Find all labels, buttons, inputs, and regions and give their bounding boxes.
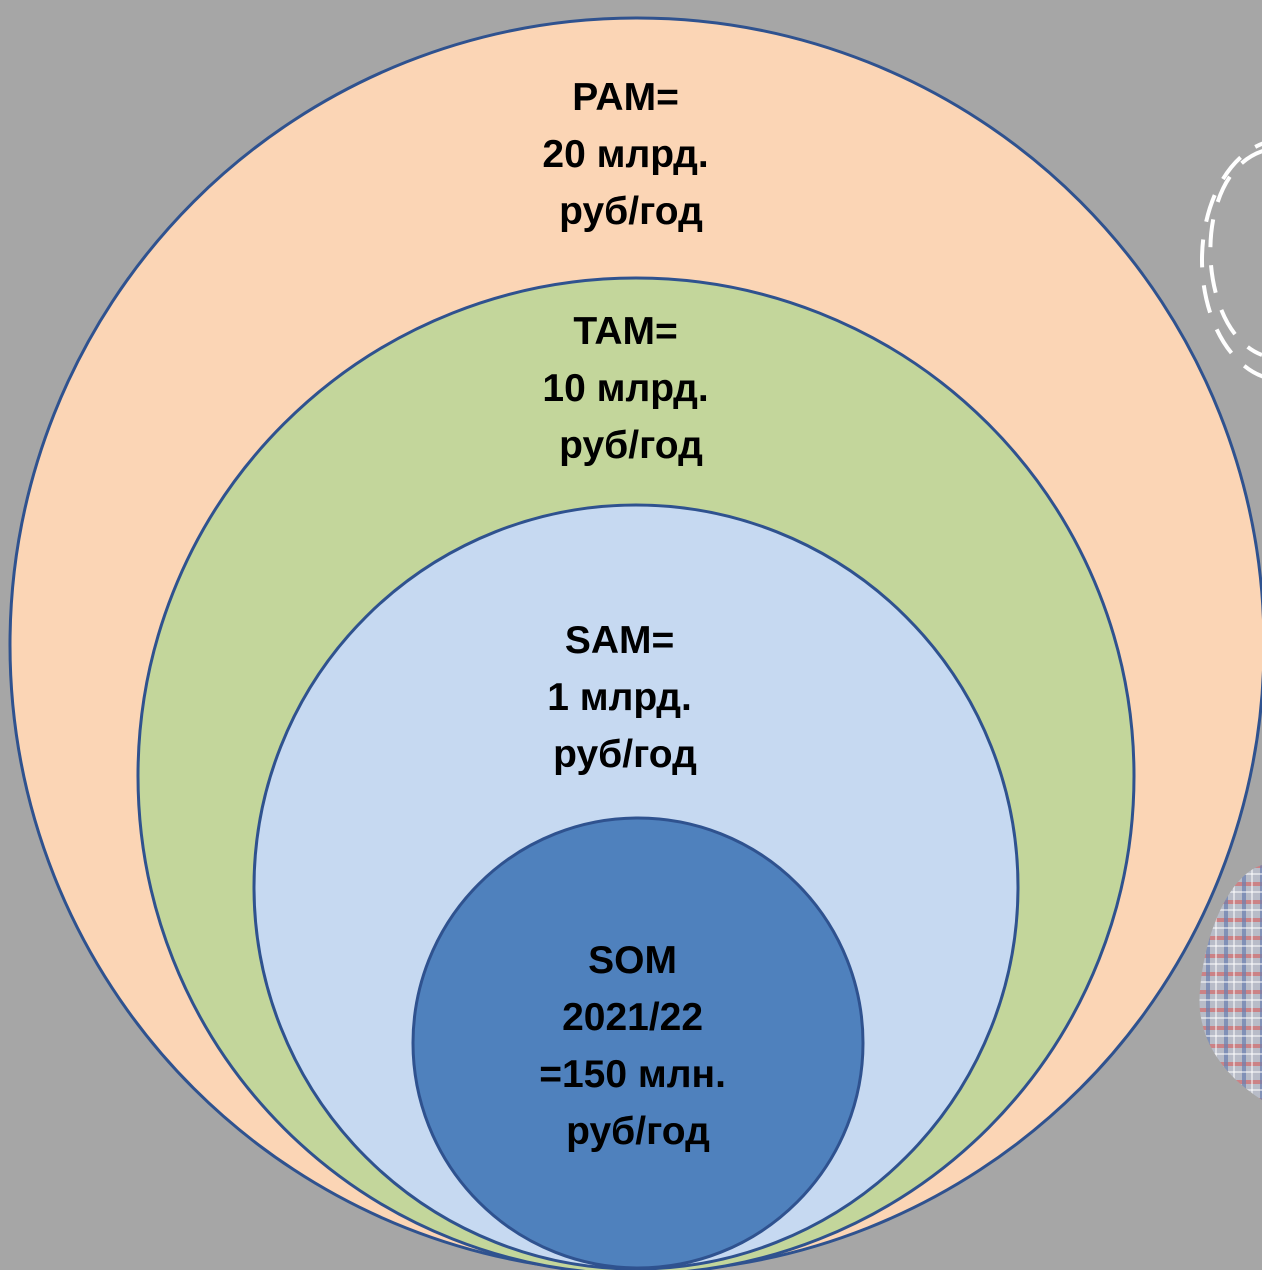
sam-label: SAM= 1 млрд. руб/год — [547, 619, 702, 776]
tam-label: TAM= 10 млрд. руб/год — [542, 310, 719, 467]
plaid-shirt-photo — [1199, 865, 1262, 1100]
dashed-ring-icon — [1200, 141, 1262, 379]
som-label: SOM 2021/22 =150 млн. руб/год — [539, 939, 737, 1153]
pam-label: PAM= 20 млрд. руб/год — [542, 76, 719, 233]
som-circle — [411, 816, 865, 1270]
